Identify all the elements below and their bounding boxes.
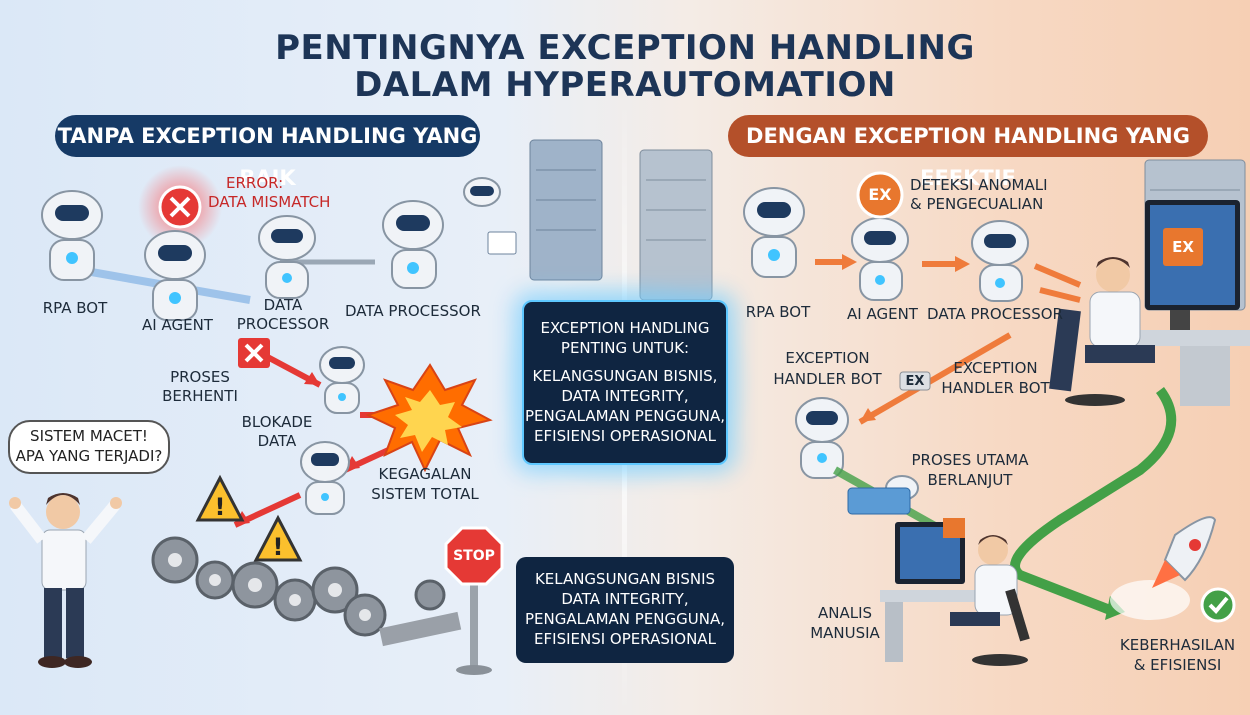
label-data: DATA <box>257 432 297 450</box>
info-box-item: PENGALAMAN PENGGUNA, <box>524 610 725 628</box>
label-efisiensi: & EFISIENSI <box>1133 656 1222 674</box>
ex-chip-icon <box>899 371 931 391</box>
ex-monitor-text: EX <box>1172 238 1194 256</box>
ex-badge-text: EX <box>868 185 892 204</box>
stop-sign-icon <box>444 526 504 586</box>
label-berlanjut: BERLANJUT <box>927 471 1013 489</box>
info-box-title1: EXCEPTION HANDLING <box>540 319 710 337</box>
label-ai-agent-right: AI AGENT <box>847 305 918 323</box>
warning-icon <box>195 474 245 522</box>
info-box-item: PENGALAMAN PENGGUNA, <box>524 407 725 425</box>
error-detail: DATA MISMATCH <box>208 193 331 211</box>
label-analis: ANALIS <box>817 604 873 622</box>
label-deteksi: DETEKSI ANOMALI <box>910 176 1048 194</box>
info-box-item: KELANGSUNGAN BISNIS <box>534 570 716 588</box>
left-banner: TANPA EXCEPTION HANDLING YANG BAIK <box>55 115 480 190</box>
stop-sign-text: STOP <box>453 548 495 564</box>
label-handler-left-1: EXCEPTION <box>785 349 870 367</box>
speech-bubble: SISTEM MACET! APA YANG TERJADI? <box>8 420 170 474</box>
info-box-item: DATA INTEGRITY, <box>561 590 689 608</box>
label-data-processor-l2: PROCESSOR <box>236 315 330 333</box>
label-handler-right-1: EXCEPTION <box>953 359 1038 377</box>
stop-sign-pole <box>470 580 478 670</box>
label-handler-left-2: HANDLER BOT <box>773 370 882 388</box>
ex-chip-text: EX <box>905 374 925 389</box>
rocket-icon <box>1110 516 1217 620</box>
document-icon <box>487 231 517 255</box>
info-box-secondary: KELANGSUNGAN BISNIS DATA INTEGRITY, PENG… <box>516 557 734 663</box>
broken-gears-icon <box>151 536 446 637</box>
page-title-line2: DALAM HYPERAUTOMATION <box>354 65 896 105</box>
page-title-line1: PENTINGNYA EXCEPTION HANDLING <box>275 28 975 68</box>
info-box-item: EFISIENSI OPERASIONAL <box>534 630 716 648</box>
label-proses: PROSES <box>170 368 230 386</box>
green-success-path <box>1010 387 1177 615</box>
label-sistem-total: SISTEM TOTAL <box>371 485 479 503</box>
label-pengecualian: & PENGECUALIAN <box>910 195 1044 213</box>
label-kegagalan: KEGAGALAN <box>378 465 472 483</box>
analyst-desk-illustration <box>880 518 1030 666</box>
info-box-primary: EXCEPTION HANDLING PENTING UNTUK: KELANG… <box>522 300 728 465</box>
label-ai-agent: AI AGENT <box>142 316 213 334</box>
info-box-title2: PENTING UNTUK: <box>560 339 690 357</box>
right-banner: DENGAN EXCEPTION HANDLING YANG EFEKTIF <box>728 115 1208 190</box>
conveyor-icon <box>847 487 911 515</box>
label-data-processor-l1: DATA <box>263 296 303 314</box>
success-check-icon <box>1200 587 1236 623</box>
info-box-item: KELANGSUNGAN BISNIS, <box>532 367 718 385</box>
warning-icon <box>253 514 303 562</box>
error-label: ERROR: <box>226 174 284 192</box>
label-data-processor-r: DATA PROCESSOR <box>927 305 1063 323</box>
workstation-illustration <box>1049 200 1250 406</box>
label-data-processor-right: DATA PROCESSOR <box>345 302 481 320</box>
label-manusia: MANUSIA <box>810 624 880 642</box>
svg-text:!: ! <box>273 533 284 561</box>
bubble-line2: APA YANG TERJADI? <box>15 447 163 465</box>
label-berhenti: BERHENTI <box>162 387 238 405</box>
label-rpa-bot-right: RPA BOT <box>745 303 811 321</box>
label-keberhasilan: KEBERHASILAN <box>1119 636 1236 654</box>
info-box-item: DATA INTEGRITY, <box>561 387 689 405</box>
info-box-item: EFISIENSI OPERASIONAL <box>534 427 716 445</box>
server-rack-left <box>529 139 603 281</box>
label-blokade: BLOKADE <box>241 413 313 431</box>
label-proses-utama: PROSES UTAMA <box>911 451 1029 469</box>
ex-badge-icon <box>856 171 904 219</box>
svg-text:!: ! <box>215 493 226 521</box>
orange-arrow-4 <box>858 332 1012 425</box>
label-handler-right-2: HANDLER BOT <box>941 379 1050 397</box>
label-rpa-bot: RPA BOT <box>42 299 108 317</box>
server-rack-mid <box>639 149 713 301</box>
bubble-line1: SISTEM MACET! <box>30 427 148 445</box>
worried-man-illustration <box>9 493 122 668</box>
orange-arrow-3 <box>1033 263 1082 288</box>
